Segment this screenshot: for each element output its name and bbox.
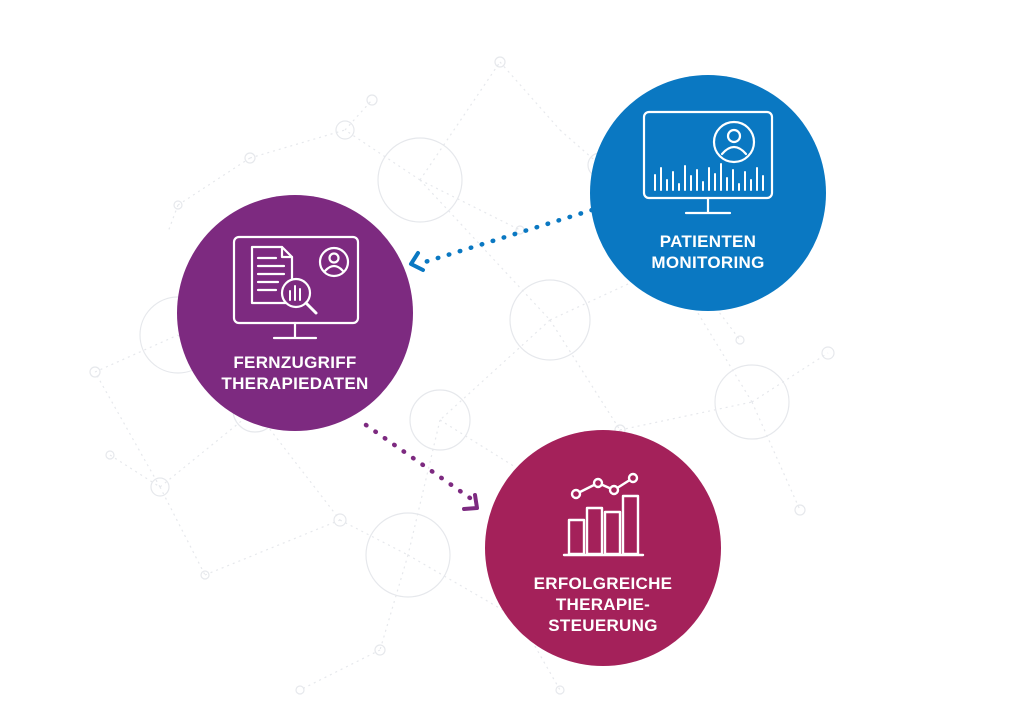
arrowhead-icon <box>462 493 479 511</box>
label-line: ERFOLGREICHE <box>533 574 673 593</box>
label-patient-monitoring: PATIENTEN MONITORING <box>590 231 826 273</box>
label-remote-access: FERNZUGRIFF THERAPIEDATEN <box>177 352 413 394</box>
node-remote-access <box>177 195 413 431</box>
label-therapy-control: ERFOLGREICHE THERAPIE- STEUERUNG <box>485 573 721 636</box>
label-line: THERAPIEDATEN <box>221 374 369 393</box>
label-line: THERAPIE- <box>555 595 651 614</box>
label-line: STEUERUNG <box>548 616 658 635</box>
arrow-patient-to-remote <box>409 207 595 272</box>
network-background <box>89 56 835 695</box>
node-patient-monitoring <box>590 75 826 311</box>
monitor-patient-icon <box>642 110 774 215</box>
arrowhead-icon <box>409 251 425 272</box>
bar-chart-trend-icon <box>562 472 645 557</box>
monitor-document-search-icon <box>232 235 360 340</box>
node-therapy-control <box>485 430 721 666</box>
arrow-remote-to-therapy <box>363 422 479 511</box>
label-line: MONITORING <box>651 253 765 272</box>
label-line: FERNZUGRIFF <box>233 353 357 372</box>
label-line: PATIENTEN <box>659 232 757 251</box>
